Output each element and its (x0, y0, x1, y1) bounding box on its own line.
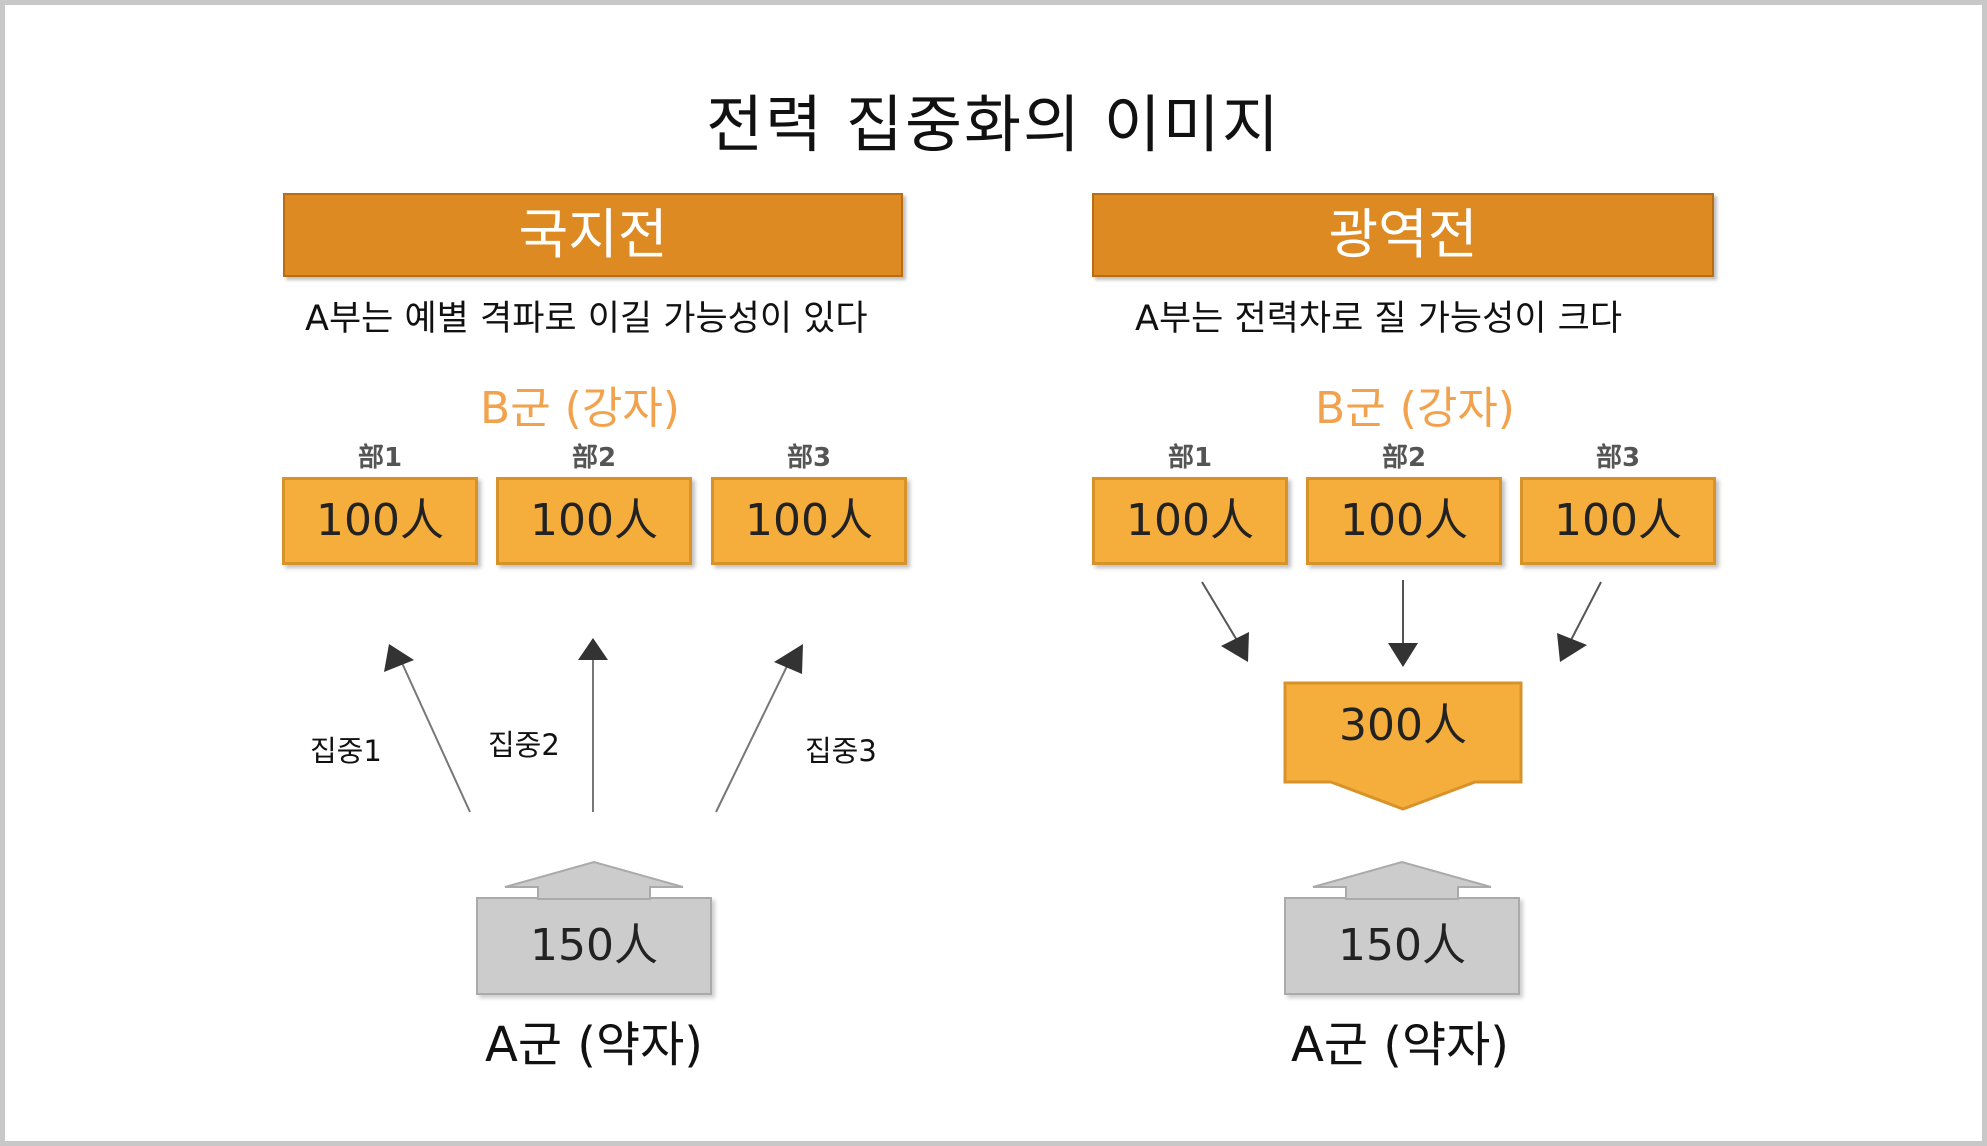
left-header-bar: 국지전 (283, 193, 903, 277)
right-converge-arrowhead-2 (1388, 643, 1418, 667)
right-unit-box-3: 100人 (1520, 477, 1716, 565)
left-focus-arrowhead-1 (384, 644, 414, 672)
right-strong-army-label: B군 (강자) (1315, 383, 1515, 434)
left-unit-label-1: 部1 (357, 443, 403, 473)
right-combined-force-box: 300人 (1283, 681, 1523, 811)
left-description: A부는 예별 격파로 이길 가능성이 있다 (305, 299, 868, 339)
right-converge-arrow-1 (1201, 581, 1239, 643)
left-unit-box-1: 100人 (282, 477, 478, 565)
right-unit-box-1: 100人 (1092, 477, 1288, 565)
left-unit-label-3: 部3 (786, 443, 832, 473)
left-focus-label-3: 집중3 (805, 734, 877, 768)
right-unit-label-3: 部3 (1595, 443, 1641, 473)
left-unit-box-3: 100人 (711, 477, 907, 565)
left-focus-arrowhead-2 (578, 638, 608, 660)
right-converge-arrow-3 (1569, 581, 1602, 643)
left-focus-arrow-1 (396, 651, 471, 813)
right-description: A부는 전력차로 질 가능성이 크다 (1135, 299, 1623, 339)
left-unit-label-2: 部2 (571, 443, 617, 473)
combined-force-shape (1283, 681, 1523, 811)
left-strong-army-label: B군 (강자) (480, 383, 680, 434)
left-focus-label-2: 집중2 (488, 728, 560, 762)
diagram-title: 전력 집중화의 이미지 (706, 88, 1281, 161)
right-converge-arrowhead-1 (1221, 632, 1249, 662)
left-focus-label-1: 집중1 (310, 734, 382, 768)
right-unit-box-2: 100人 (1306, 477, 1502, 565)
right-header-bar: 광역전 (1092, 193, 1714, 277)
right-weak-army-label: A군 (약자) (1290, 1017, 1510, 1073)
right-weak-force-box: 150人 (1284, 897, 1520, 995)
left-focus-arrow-3 (715, 659, 791, 813)
left-weak-force-arrow-cap (504, 860, 684, 900)
left-weak-army-label: A군 (약자) (484, 1017, 704, 1073)
right-unit-label-1: 部1 (1167, 443, 1213, 473)
left-focus-arrowhead-3 (774, 644, 803, 674)
combined-force-value: 300人 (1339, 700, 1467, 751)
left-unit-box-2: 100人 (496, 477, 692, 565)
right-weak-force-arrow-cap (1312, 860, 1492, 900)
right-unit-label-2: 部2 (1381, 443, 1427, 473)
right-converge-arrowhead-3 (1557, 633, 1587, 662)
